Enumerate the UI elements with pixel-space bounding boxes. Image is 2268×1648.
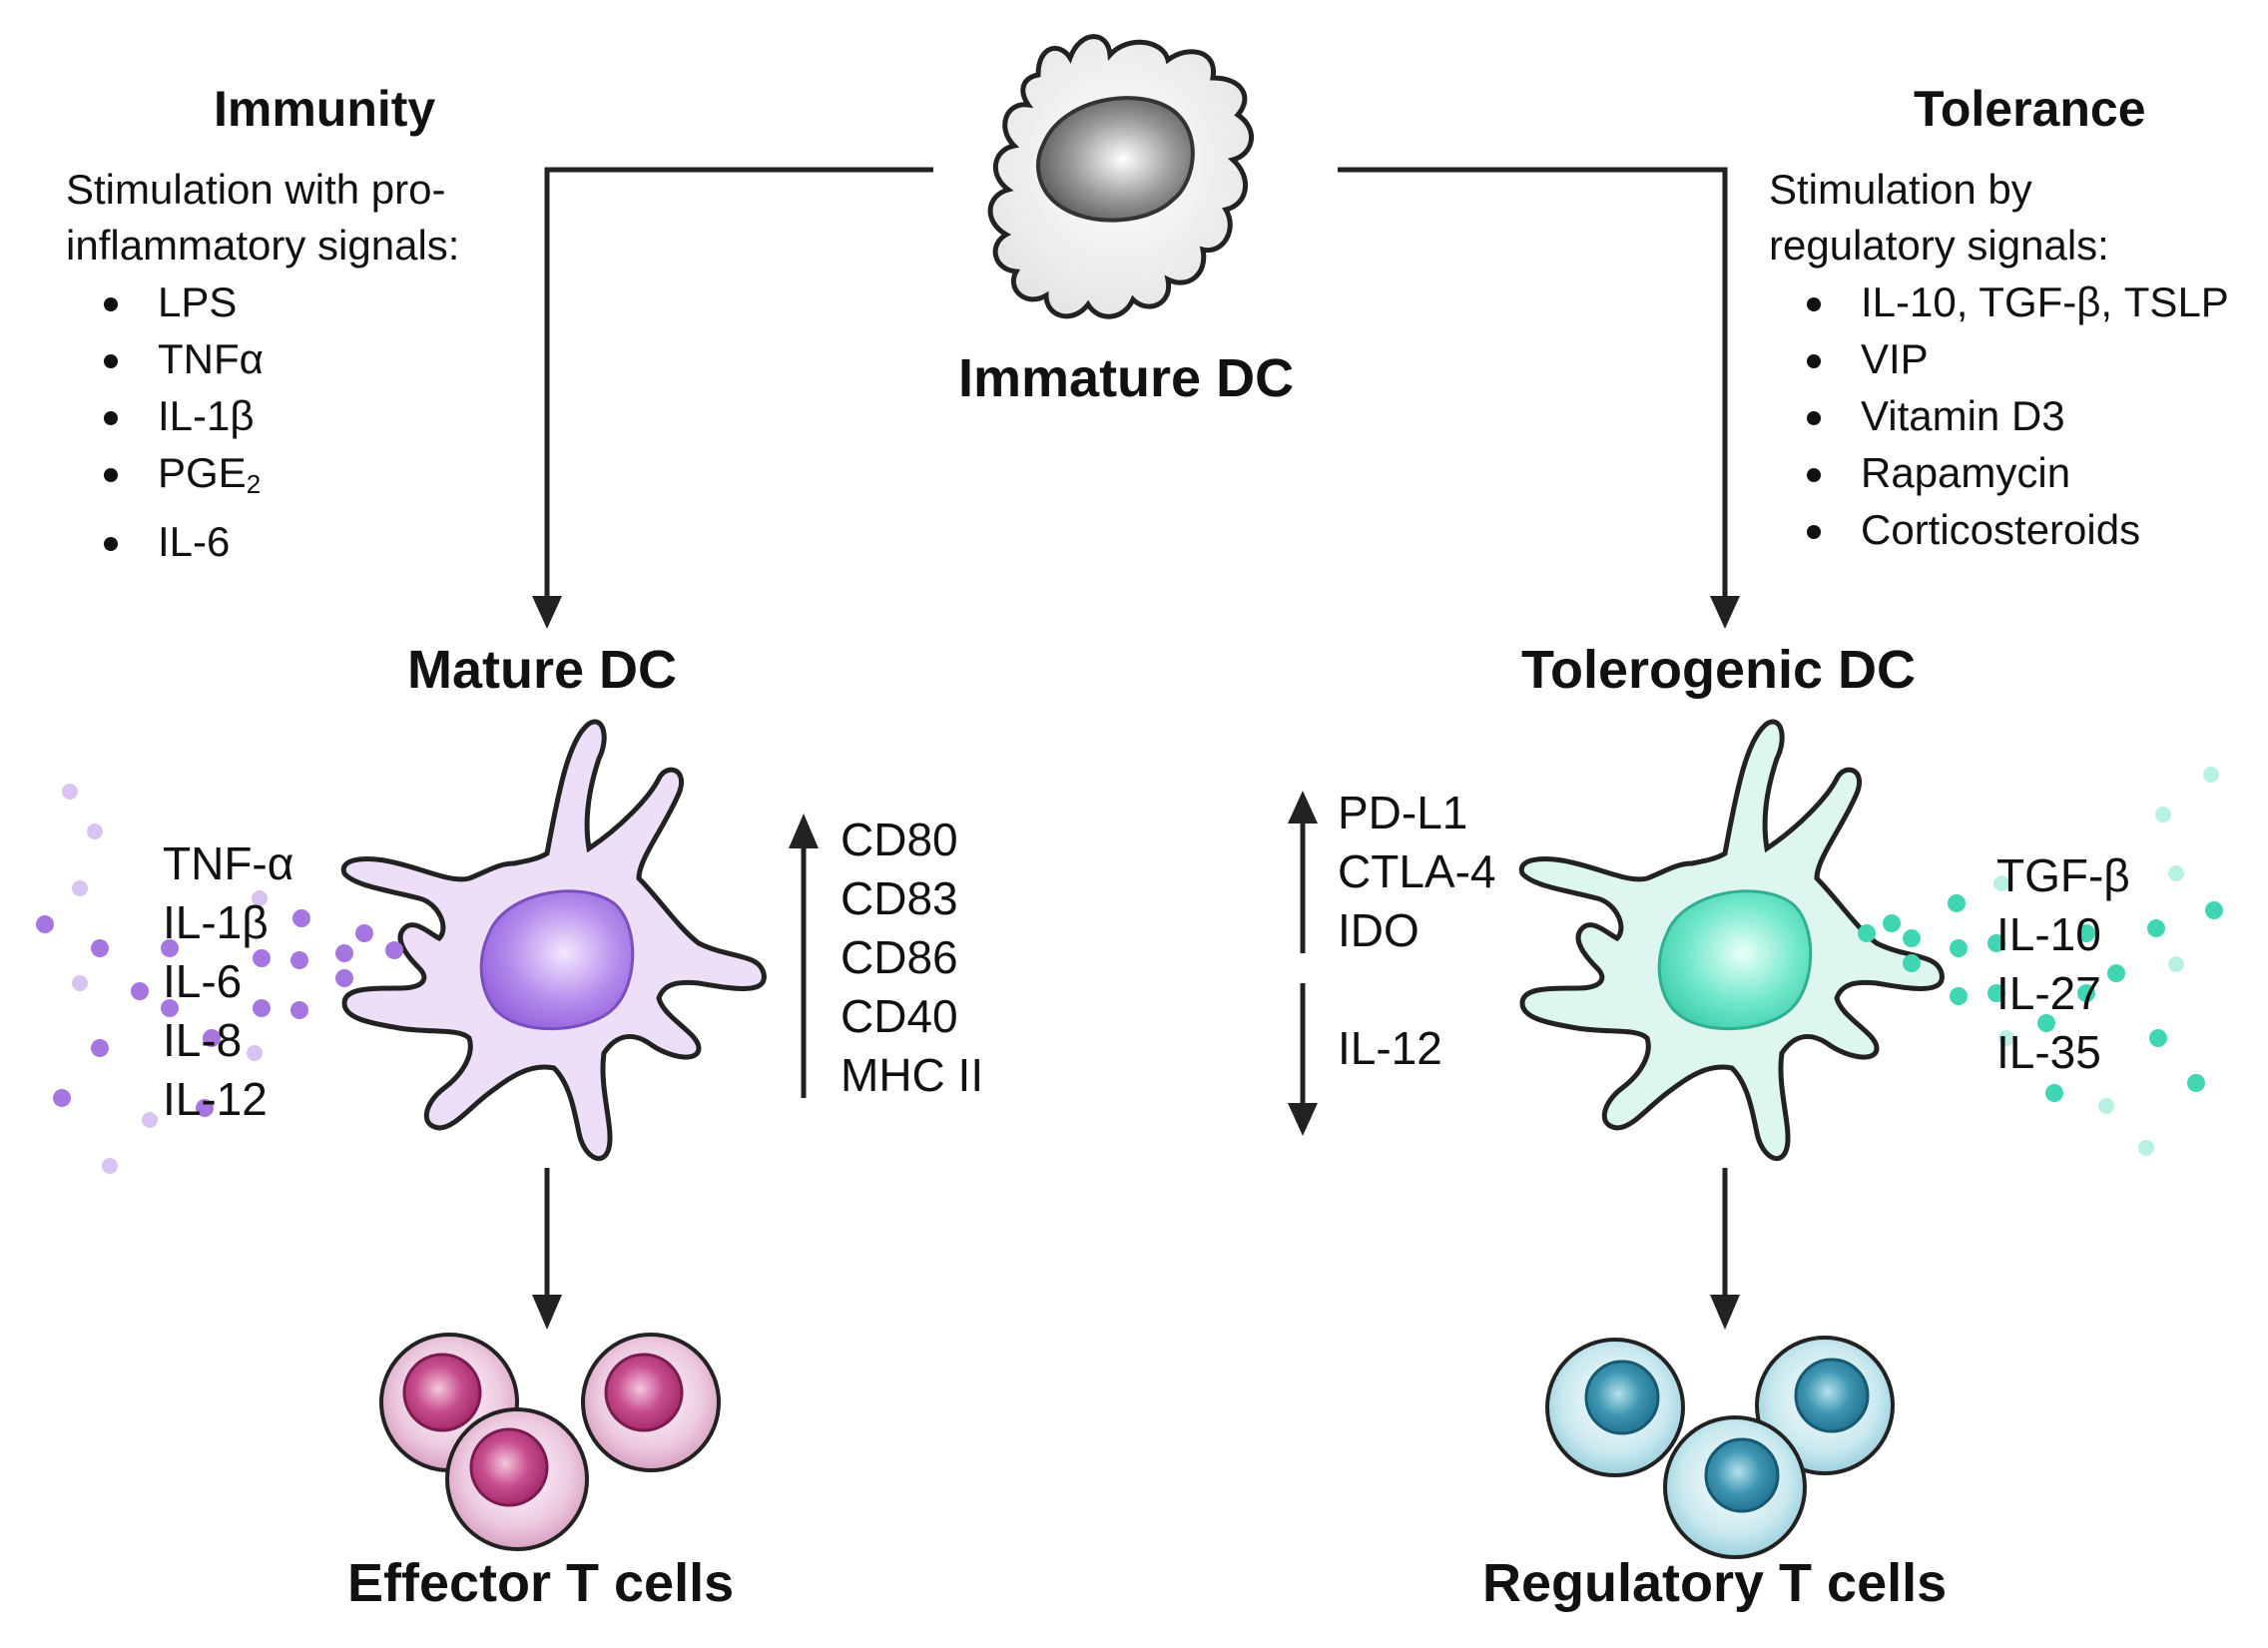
mature-dc-title: Mature DC [407,640,678,700]
branch-arrow-tolerance [1338,167,1740,629]
immunity-signal-item: LPS [66,274,264,330]
tolerogenic-marker: IL-12 [1338,1022,1442,1074]
tolerogenic-dc-icon [1518,719,1945,1162]
immunity-signal-list: LPS TNFα IL-1β PGE2 IL-6 [66,274,264,570]
mature-marker-list: CD80 CD83 CD86 CD40 MHC II [841,811,983,1105]
mature-cytokine: IL-6 [163,955,243,1007]
tolerance-signal-item: VIP [1769,330,2229,387]
arrow-to-effector [532,1168,562,1330]
tolerance-signal-item: Vitamin D3 [1769,387,2229,444]
branch-arrow-immunity [532,167,933,629]
immature-dc-icon [987,34,1255,319]
tolerogenic-marker: IDO [1338,904,1419,956]
regulatory-t-cell-icon [1545,1338,1685,1477]
immunity-heading: Immunity [214,81,436,137]
regulatory-t-cell-icon [1663,1415,1807,1559]
tolerance-signal-item: Rapamycin [1769,444,2229,501]
tolerogenic-upregulation-arrow [1288,791,1318,953]
mature-dc-icon [340,719,767,1162]
immunity-signal-item: IL-1β [66,387,264,444]
regulatory-t-cell-icon [1755,1336,1895,1475]
mature-marker: CD80 [841,814,958,865]
regulatory-t-cells-title: Regulatory T cells [1482,1553,1948,1613]
tolerogenic-cytokine: TGF-β [1996,849,2130,901]
immunity-intro-line1: Stimulation with pro- [66,166,446,213]
tolerogenic-downregulation-arrow [1288,983,1318,1136]
tolerance-intro-line2: regulatory signals: [1769,222,2109,269]
tolerogenic-cytokine-dots [1858,767,2223,1156]
tolerogenic-cytokine-list: TGF-β IL-10 IL-27 IL-35 [1996,846,2130,1082]
mature-cytokine-dots [36,784,403,1174]
tolerance-signal-item: IL-10, TGF-β, TSLP [1769,274,2229,330]
immunity-intro-line2: inflammatory signals: [66,222,460,269]
mature-marker: CD40 [841,990,958,1042]
mature-marker: CD83 [841,872,958,924]
immunity-signal-item: TNFα [66,330,264,387]
mature-cytokine: IL-8 [163,1014,243,1066]
pge-subscript: 2 [246,469,262,499]
tolerogenic-marker: CTLA-4 [1338,845,1496,897]
tolerogenic-cytokine: IL-27 [1996,967,2101,1019]
tolerogenic-dc-title: Tolerogenic DC [1521,640,1917,700]
tolerogenic-cytokine: IL-35 [1996,1026,2101,1078]
mature-marker: MHC II [841,1049,984,1101]
immunity-signal-item: PGE2 [66,444,264,513]
mature-cytokine: IL-1β [163,896,269,948]
mature-cytokine-list: TNF-α IL-1β IL-6 IL-8 IL-12 [163,834,293,1129]
immature-dc-title: Immature DC [958,348,1295,408]
effector-t-cells-title: Effector T cells [347,1553,735,1613]
mature-cytokine: IL-12 [163,1073,268,1125]
mature-upregulation-arrow [789,814,819,1098]
tolerance-signal-item: Corticosteroids [1769,501,2229,558]
arrow-to-regulatory [1710,1168,1740,1330]
effector-t-cell-icon [445,1407,589,1551]
tolerogenic-marker-up-list: PD-L1 CTLA-4 IDO [1338,784,1495,960]
immunity-signal-item: IL-6 [66,513,264,570]
tolerance-signal-list: IL-10, TGF-β, TSLP VIP Vitamin D3 Rapamy… [1769,274,2229,558]
mature-cytokine: TNF-α [163,837,294,889]
tolerance-heading: Tolerance [1914,81,2146,137]
tolerance-intro-line1: Stimulation by [1769,166,2032,213]
tolerogenic-marker-down-list: IL-12 [1338,1019,1442,1078]
effector-t-cell-icon [581,1333,721,1472]
mature-marker: CD86 [841,931,958,983]
tolerogenic-marker: PD-L1 [1338,787,1468,838]
tolerogenic-cytokine: IL-10 [1996,908,2101,960]
